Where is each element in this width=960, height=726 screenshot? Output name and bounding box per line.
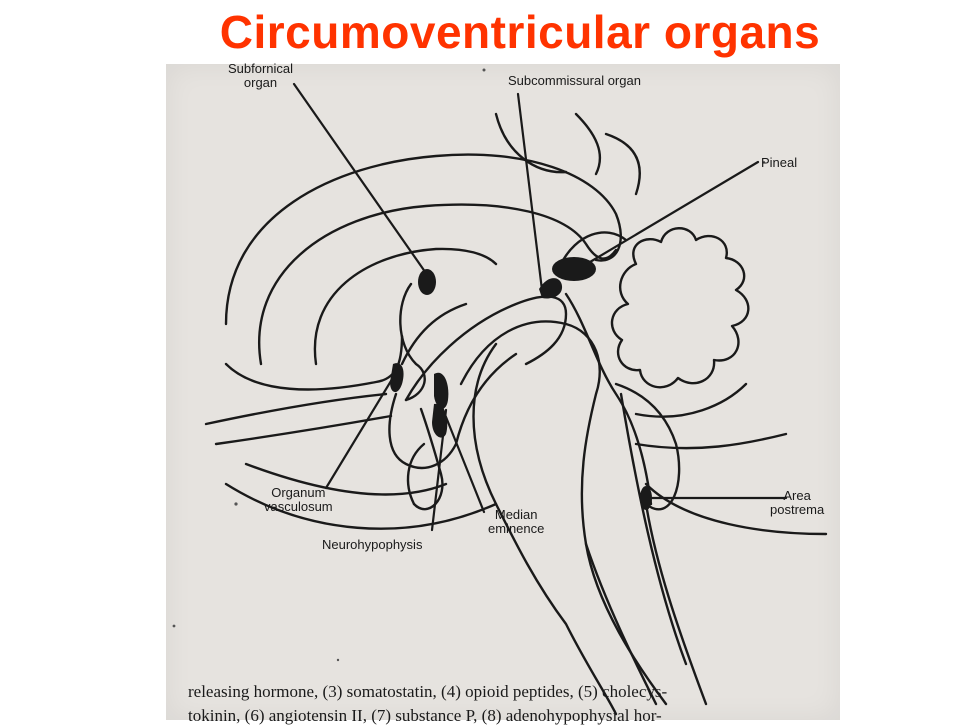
caption-line-2: tokinin, (6) angiotensin II, (7) substan… [188, 706, 662, 725]
temporal-lobe [224, 482, 498, 530]
scan-speck [172, 624, 176, 628]
pineal-blob [552, 257, 596, 281]
label-subcommissural-organ: Subcommissural organ [508, 73, 641, 88]
label-subfornical-organ: Subfornical organ [228, 61, 294, 90]
leader-subcommissural [516, 92, 544, 292]
median-eminence-blob [434, 372, 449, 409]
midbrain-front [459, 320, 668, 706]
pituitary-stalk [412, 407, 444, 511]
leader-neurohypophysis [430, 408, 448, 532]
scan-speck [482, 68, 486, 72]
cortex-arc-3 [604, 132, 641, 196]
scanned-figure: Subfornical organ Subcommissural organ P… [166, 61, 840, 725]
scan-speck [234, 502, 238, 506]
brain-diagram [172, 68, 828, 716]
subfornical-organ-blob [418, 269, 436, 295]
aqueduct [564, 292, 653, 506]
tectum [559, 231, 628, 266]
septum-curve [399, 282, 426, 402]
area-postrema-blob [640, 486, 652, 510]
spinal-cord-left [584, 542, 658, 706]
brainstem-back-2 [634, 432, 788, 450]
subcommissural-organ-blob [539, 278, 563, 299]
optic-chiasm [204, 392, 388, 426]
scan-speck [763, 161, 765, 163]
leader-organum-vasculosum [324, 374, 396, 490]
leader-subfornical [292, 82, 430, 278]
spinal-cord-right [619, 392, 688, 666]
cerebellum [610, 227, 750, 389]
caption-line-1: releasing hormone, (3) somatostatin, (4)… [188, 682, 668, 701]
leader-median-eminence [438, 400, 486, 514]
label-pineal: Pineal [761, 155, 798, 170]
cortex-arc-2 [574, 112, 602, 176]
hypothalamus-outline [388, 352, 518, 470]
pons-curve [472, 342, 618, 716]
cortex-arc-upper [494, 112, 568, 174]
pituitary-gland [406, 442, 426, 506]
anterior-commissure [400, 302, 468, 366]
temporal-lobe-inner [244, 462, 448, 496]
label-neurohypophysis: Neurohypophysis [322, 537, 423, 552]
leader-pineal [588, 160, 760, 264]
label-median-eminence: Median eminence [488, 507, 545, 536]
scan-speck [336, 658, 340, 662]
lamina-terminalis [224, 334, 404, 391]
corpus-callosum-outer [224, 153, 622, 326]
label-organum-vasculosum: Organum vasculosum [264, 485, 333, 514]
organum-vasculosum-blob [390, 363, 404, 393]
third-ventricle-outline [404, 295, 568, 402]
brainstem-back [634, 382, 748, 418]
fourth-ventricle [614, 382, 681, 511]
label-area-postrema: Area postrema [770, 488, 825, 517]
slide-title: Circumoventricular organs [219, 6, 821, 58]
medulla-line [644, 502, 708, 706]
optic-tract [214, 414, 393, 446]
corpus-callosum-inner [258, 203, 618, 366]
fornix-arc [313, 247, 498, 366]
